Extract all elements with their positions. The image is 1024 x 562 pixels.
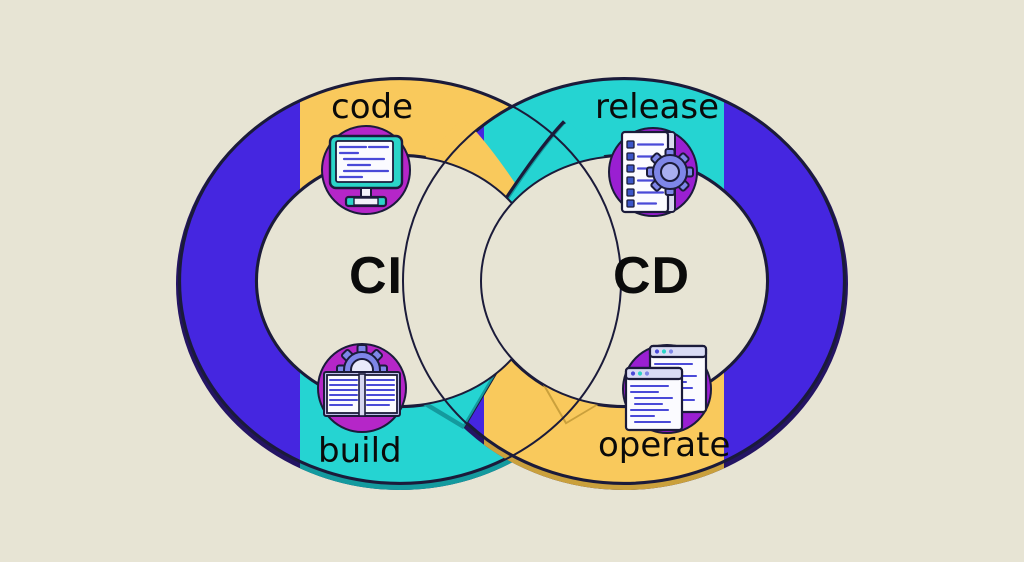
gear-icon [646,148,694,196]
book-spine-icon [358,373,366,417]
book-text-lines-icon [328,378,396,407]
code-lines-icon [338,145,390,179]
window-front-icon [624,366,684,432]
stage-label-build: build [318,431,402,471]
right-outer-outline [402,77,846,485]
stage-label-release: release [595,87,719,127]
center-label-ci: CI [349,247,403,305]
left-outer-outline [178,77,622,485]
checklist-rows-icon [626,140,665,208]
stage-label-code: code [331,87,413,127]
center-label-cd: CD [613,247,691,305]
monitor-base-inner-icon [353,197,379,206]
